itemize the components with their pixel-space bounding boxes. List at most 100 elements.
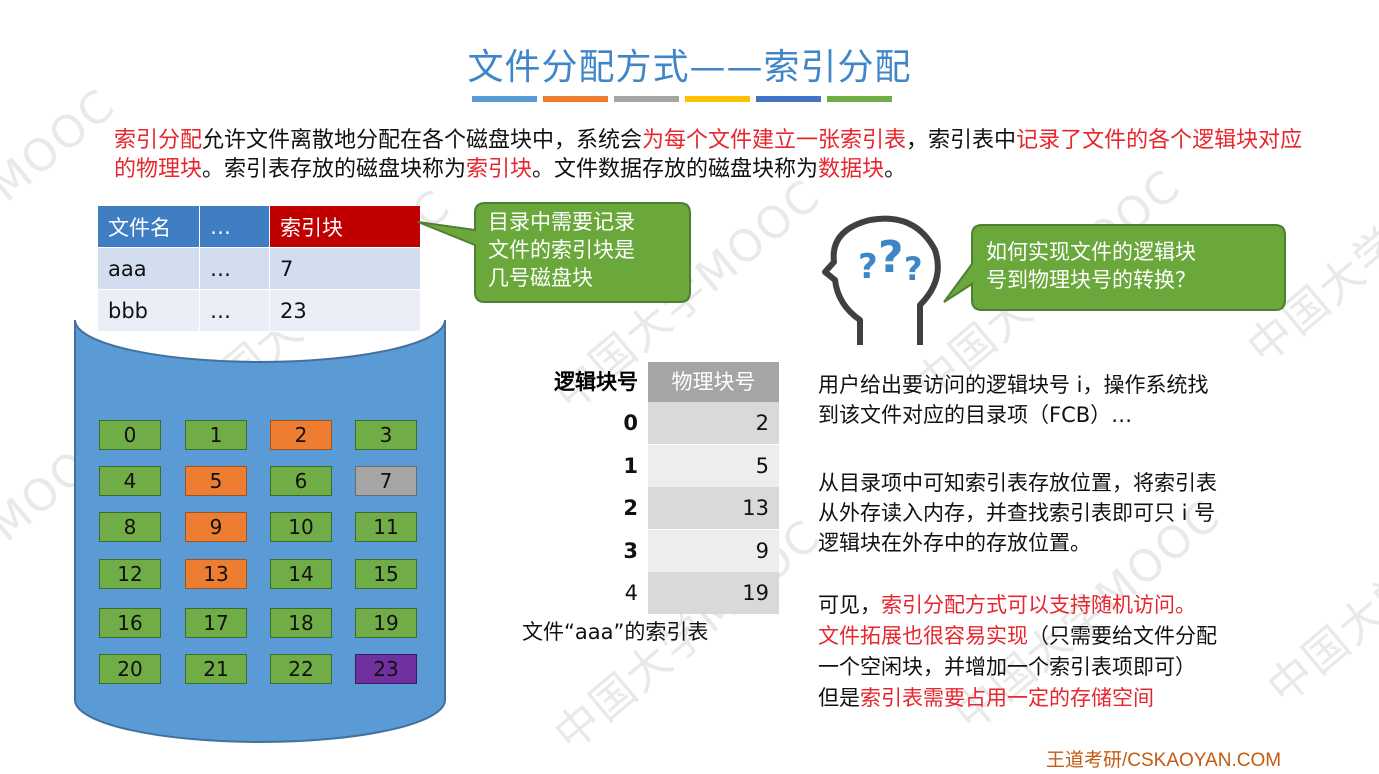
disk-block: 9 (185, 512, 247, 542)
logical-block-number: 3 (623, 538, 638, 563)
text-line: 用户给出要访问的逻辑块号 i，操作系统找 (818, 373, 1209, 397)
callout-question-bubble (943, 224, 1286, 311)
text-line: 从外存读入内存，并查找索引表即可只 i 号 (818, 501, 1216, 525)
disk-block: 3 (355, 420, 417, 450)
disk-block: 13 (185, 559, 247, 589)
disk-block: 10 (270, 512, 332, 542)
index-header-logical: 逻辑块号 (554, 370, 638, 394)
disk-block: 18 (270, 608, 332, 638)
callout-directory-bubble (417, 202, 691, 303)
term-indexed-allocation: 索引分配 (114, 128, 203, 153)
text-span: （只需要给文件分配 (1028, 624, 1217, 648)
thinking-head-icon: ? ? ? (822, 215, 941, 345)
stripe (614, 96, 679, 102)
text-span: 但是 (818, 686, 860, 710)
disk-block: 17 (185, 608, 247, 638)
intro-paragraph: 索引分配允许文件离散地分配在各个磁盘块中，系统会为每个文件建立一张索引表，索引表… (114, 126, 1304, 184)
disk-block: 0 (99, 420, 161, 450)
table-row: bbb … 23 (97, 289, 421, 332)
disk-block: 22 (270, 654, 332, 684)
dir-header-filename: 文件名 (97, 205, 200, 248)
disk-block: 5 (185, 466, 247, 496)
text-line: 但是索引表需要占用一定的存储空间 (818, 683, 1338, 714)
intro-text: 。 (884, 157, 907, 182)
physical-block-number: 13 (648, 487, 779, 529)
conclusion-paragraph: 可见，索引分配方式可以支持随机访问。 文件拓展也很容易实现（只需要给文件分配 一… (818, 590, 1338, 714)
logical-block-number: 2 (623, 496, 638, 520)
index-table-caption: 文件“aaa”的索引表 (522, 620, 709, 644)
disk-block: 19 (355, 608, 417, 638)
stripe (472, 96, 537, 102)
highlight-space-cost: 索引表需要占用一定的存储空间 (860, 686, 1154, 710)
logical-block-number: 4 (624, 581, 638, 605)
disk-block: 4 (99, 466, 161, 496)
callout-line: 几号磁盘块 (488, 266, 593, 290)
physical-block-number: 2 (648, 402, 779, 444)
disk-block: 2 (270, 420, 332, 450)
disk-block: 14 (270, 559, 332, 589)
logical-block-number: 0 (623, 411, 638, 435)
explanation-paragraph-2: 从目录项中可知索引表存放位置，将索引表 从外存读入内存，并查找索引表即可只 i … (818, 468, 1338, 558)
index-header-physical: 物理块号 (648, 362, 779, 402)
disk-block: 23 (355, 654, 417, 684)
text-line: 可见，索引分配方式可以支持随机访问。 (818, 590, 1338, 621)
disk-block: 1 (185, 420, 247, 450)
logical-block-number: 1 (623, 453, 638, 478)
disk-block: 15 (355, 559, 417, 589)
stripe (827, 96, 892, 102)
footer-brand: 王道考研/CSKAOYAN.COM (1046, 750, 1282, 771)
intro-text: 。索引表存放的磁盘块称为 (202, 157, 467, 182)
disk-block: 12 (99, 559, 161, 589)
dir-header-ellipsis: … (199, 205, 270, 248)
callout-line: 目录中需要记录 (488, 210, 635, 234)
title-underline-stripes (472, 96, 892, 102)
physical-block-number: 19 (648, 572, 779, 614)
highlight-extend: 文件拓展也很容易实现 (818, 624, 1028, 648)
callout-line: 号到物理块号的转换？ (986, 268, 1196, 292)
table-row: 2 13 (520, 487, 780, 529)
dir-cell-filename: bbb (97, 289, 200, 332)
term-index-block: 索引块 (466, 157, 533, 182)
explanation-paragraph-1: 用户给出要访问的逻辑块号 i，操作系统找 到该文件对应的目录项（FCB）… (818, 370, 1338, 430)
text-line: 到该文件对应的目录项（FCB）… (818, 403, 1133, 427)
dir-cell-index-block: 7 (269, 247, 421, 290)
svg-text:?: ? (858, 247, 878, 287)
disk-block: 8 (99, 512, 161, 542)
text-line: 从目录项中可知索引表存放位置，将索引表 (818, 471, 1217, 495)
disk-block: 11 (355, 512, 417, 542)
disk-block: 7 (355, 466, 417, 496)
table-row: aaa … 7 (97, 247, 421, 290)
callout-line: 文件的索引块是 (488, 238, 635, 262)
text-line: 文件拓展也很容易实现（只需要给文件分配 (818, 621, 1338, 652)
callout-line: 如何实现文件的逻辑块 (986, 240, 1196, 264)
directory-table: 文件名 … 索引块 aaa … 7 bbb … 23 (97, 205, 421, 332)
dir-cell-filename: aaa (97, 247, 200, 290)
disk-block: 6 (270, 466, 332, 496)
dir-cell-index-block: 23 (269, 289, 421, 332)
callout-directory-text: 目录中需要记录 文件的索引块是 几号磁盘块 (488, 208, 635, 292)
svg-text:?: ? (878, 232, 904, 283)
highlight-random-access: 索引分配方式可以支持随机访问。 (881, 593, 1196, 617)
physical-block-number: 5 (648, 444, 779, 487)
disk-block: 20 (99, 654, 161, 684)
term-data-block: 数据块 (818, 157, 885, 182)
disk-block: 21 (185, 654, 247, 684)
callout-question-text: 如何实现文件的逻辑块 号到物理块号的转换？ (986, 238, 1196, 294)
stripe (756, 96, 821, 102)
table-row: 4 19 (520, 572, 780, 614)
disk-block: 16 (99, 608, 161, 638)
intro-highlight: 为每个文件建立一张索引表 (642, 128, 907, 153)
page-title: 文件分配方式——索引分配 (467, 47, 912, 88)
stripe (543, 96, 608, 102)
disk-cylinder (74, 319, 446, 743)
text-span: 可见， (818, 593, 881, 617)
text-line: 一个空闲块，并增加一个索引表项即可） (818, 655, 1196, 679)
intro-text: 。文件数据存放的磁盘块称为 (532, 157, 819, 182)
watermark: MOOC (0, 79, 126, 212)
dir-header-index-block: 索引块 (269, 205, 421, 248)
text-line: 逻辑块在外存中的存放位置。 (818, 531, 1091, 555)
stripe (685, 96, 750, 102)
physical-block-number: 9 (648, 529, 779, 572)
intro-highlight: 记录了文件的各个逻辑块对应的物理块 (114, 128, 1303, 182)
